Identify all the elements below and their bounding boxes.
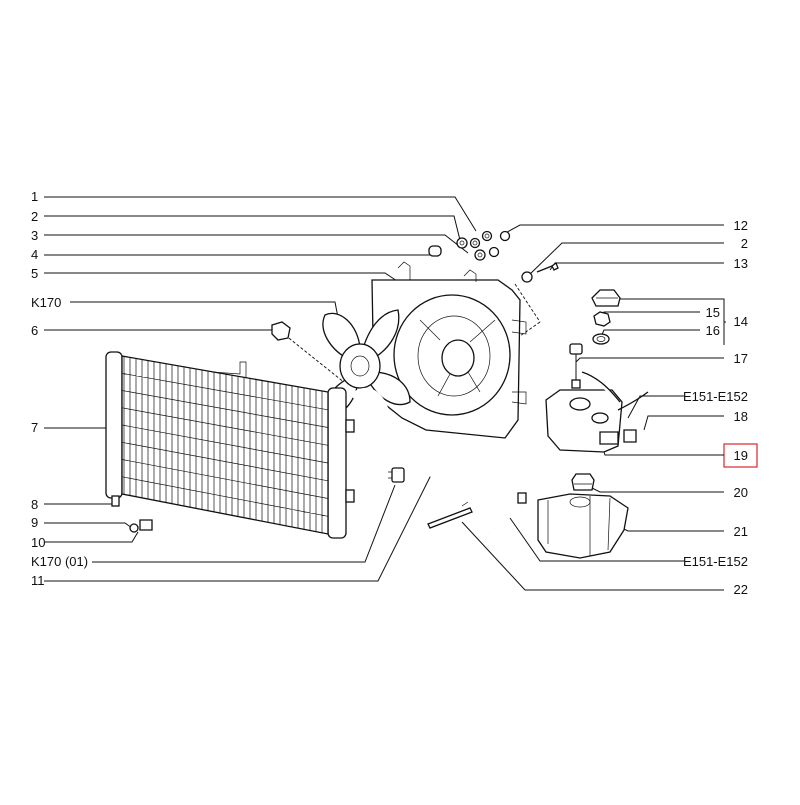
callout-14: 14 [734, 314, 748, 329]
callout-10: 10 [31, 535, 45, 550]
callout-1: 1 [31, 189, 38, 204]
right-callouts: 12 2 13 14 15 16 17 E151-E152 18 19 20 2… [683, 218, 748, 597]
callout-19: 19 [734, 448, 748, 463]
hose-e151 [492, 508, 523, 529]
callout-16: 16 [706, 323, 720, 338]
expansion-tank-19 [545, 371, 649, 453]
fan-shroud [371, 261, 527, 439]
callout-13: 13 [734, 256, 748, 271]
callout-6: 6 [31, 323, 38, 338]
callout-22: 22 [734, 582, 748, 597]
callout-k170-01: K170 (01) [31, 554, 88, 569]
callout-2: 2 [31, 209, 38, 224]
caps-14-16 [591, 289, 621, 345]
callout-21: 21 [734, 524, 748, 539]
radiator [105, 351, 355, 539]
fasteners-top [428, 230, 559, 283]
callout-18: 18 [734, 409, 748, 424]
callout-17: 17 [734, 351, 748, 366]
callout-8: 8 [31, 497, 38, 512]
fan-blades [322, 309, 411, 416]
callout-5: 5 [31, 266, 38, 281]
radiator-hose [349, 388, 527, 504]
hose-22 [427, 501, 473, 529]
callout-e151-e152-b: E151-E152 [683, 554, 748, 569]
expansion-tank-21 [537, 493, 629, 559]
callout-15: 15 [706, 305, 720, 320]
callout-3: 3 [31, 228, 38, 243]
callout-9: 9 [31, 515, 38, 530]
callout-4: 4 [31, 247, 38, 262]
level-sensor-17 [569, 343, 583, 389]
callout-k170: K170 [31, 295, 61, 310]
callout-20: 20 [734, 485, 748, 500]
cap-20 [571, 473, 595, 491]
callout-2-right: 2 [741, 236, 748, 251]
sensor-11 [388, 467, 405, 483]
callout-12: 12 [734, 218, 748, 233]
callout-7: 7 [31, 420, 38, 435]
callout-11: 11 [31, 573, 45, 588]
left-callouts: 1 2 3 4 5 K170 6 7 8 9 10 K170 (01) 11 [31, 189, 88, 588]
callout-e151-e152-a: E151-E152 [683, 389, 748, 404]
clip-6 [271, 321, 291, 341]
bolt-9-10 [129, 519, 153, 533]
